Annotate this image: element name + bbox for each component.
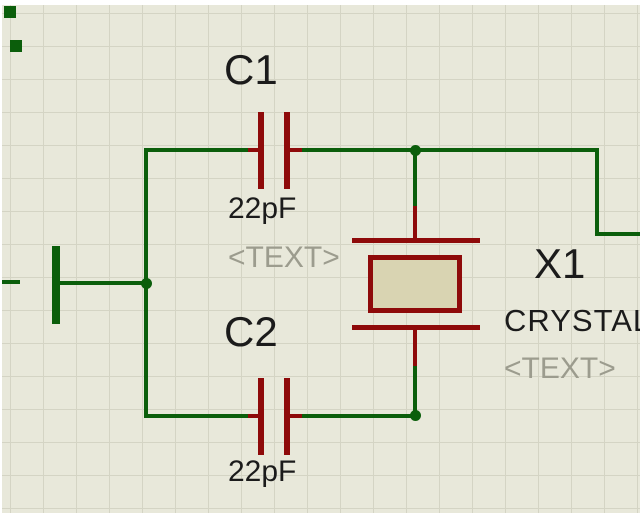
terminal-tag	[2, 280, 20, 284]
c2-pin-right	[290, 414, 302, 418]
wire-crystal-bottom[interactable]	[413, 362, 417, 418]
c1-plate-left	[258, 112, 264, 189]
junction-dot	[410, 145, 421, 156]
c2-plate-right	[284, 378, 290, 455]
c1-pin-left	[248, 148, 260, 152]
x1-ref-label: X1	[534, 240, 586, 287]
c1-property-label: <TEXT>	[228, 241, 340, 274]
terminal-bar	[52, 246, 60, 324]
wire-bottom-left[interactable]	[144, 414, 248, 418]
c1-pin-right	[290, 148, 302, 152]
x1-body	[368, 255, 462, 313]
c1-value-label: 22pF	[228, 192, 297, 225]
x1-pin-bottom	[413, 330, 417, 366]
c1-plate-right	[284, 112, 290, 189]
wire-ground-to-bus[interactable]	[58, 281, 148, 285]
wire-top-right[interactable]	[300, 148, 599, 152]
edge-strip-bottom	[0, 513, 640, 520]
offscreen-pin-marker[interactable]	[4, 6, 16, 18]
x1-value-label: CRYSTAL	[504, 303, 640, 338]
c1-ref-label: C1	[224, 46, 278, 93]
junction-dot	[141, 278, 152, 289]
wire-bottom-right[interactable]	[300, 414, 417, 418]
wire-right-exit[interactable]	[595, 232, 640, 236]
junction-dot	[410, 410, 421, 421]
c2-ref-label: C2	[224, 308, 278, 355]
x1-pin-top	[413, 206, 417, 242]
wire-crystal-top[interactable]	[413, 148, 417, 210]
x1-plate-top	[352, 238, 480, 243]
c2-value-label: 22pF	[228, 455, 297, 488]
wire-top-left[interactable]	[144, 148, 248, 152]
edge-strip-left	[0, 0, 2, 520]
c2-plate-left	[258, 378, 264, 455]
edge-strip-top	[0, 0, 640, 5]
x1-property-label: <TEXT>	[504, 352, 616, 385]
wire-right-vertical[interactable]	[595, 148, 599, 236]
offscreen-pin-marker[interactable]	[10, 40, 22, 52]
c2-pin-left	[248, 414, 260, 418]
x1-plate-bottom	[352, 325, 480, 330]
